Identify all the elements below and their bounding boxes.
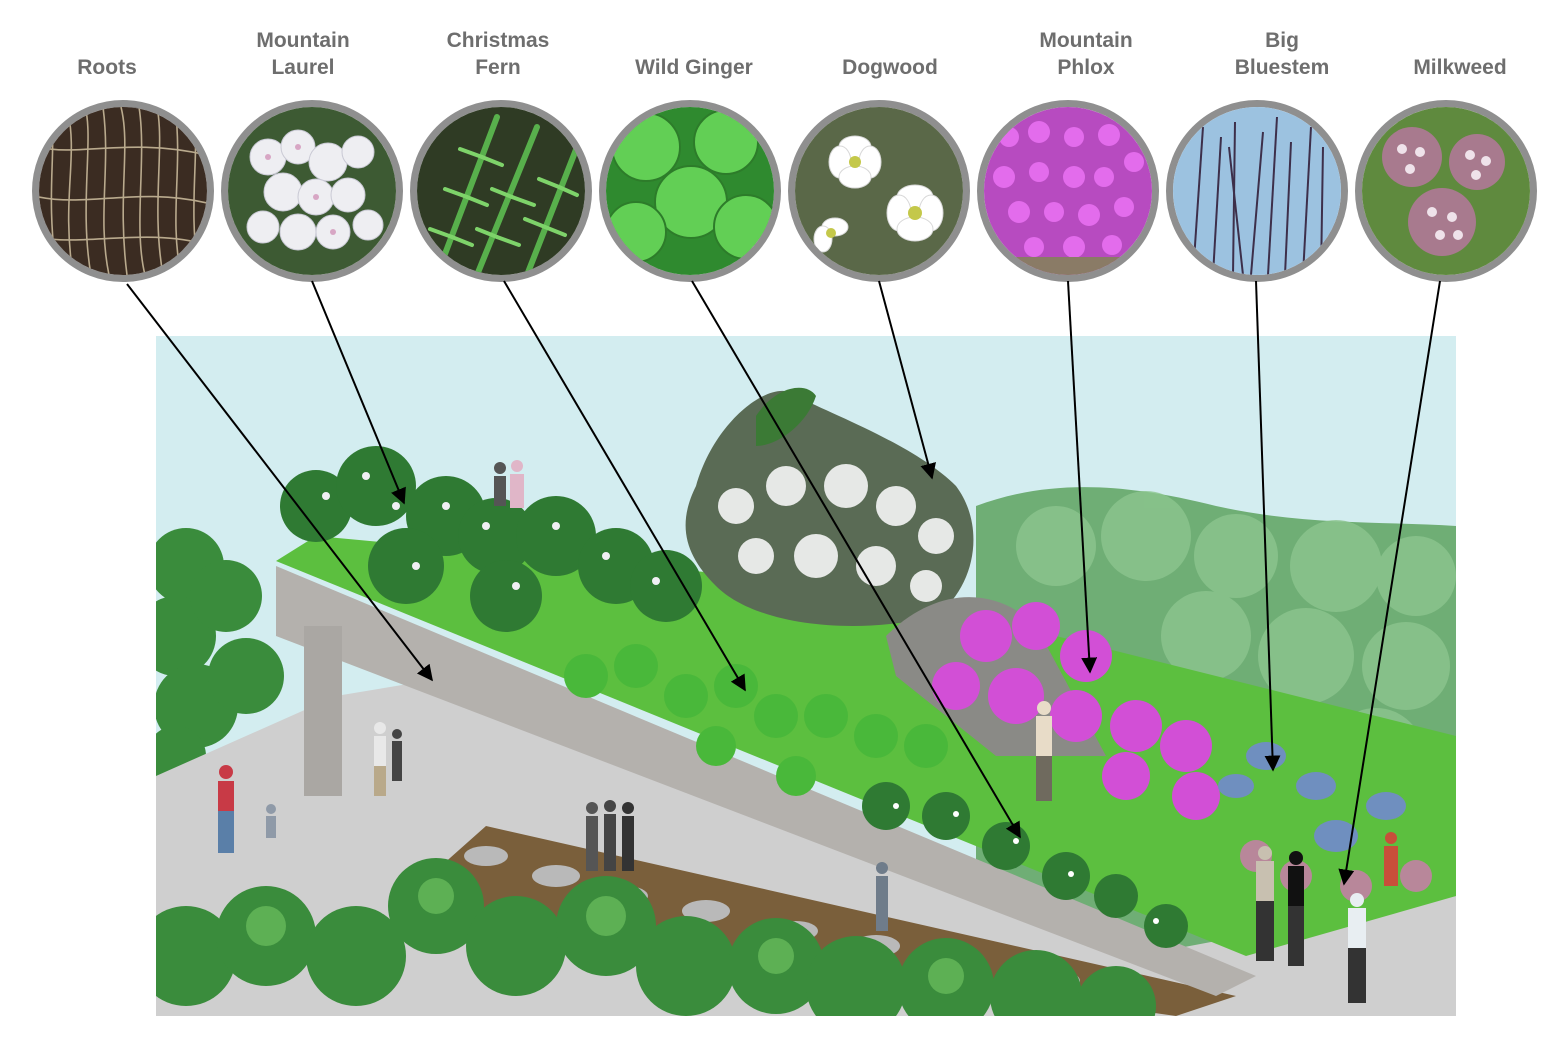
label-christmas-fern: Christmas Fern (446, 29, 550, 79)
label-big-bluestem: Big Bluestem (1234, 29, 1330, 79)
leader-christmas-fern (503, 280, 746, 692)
leader-milkweed (1338, 280, 1441, 886)
mountain-laurel-photo-icon (221, 100, 403, 282)
label-mountain-phlox: Mountain Phlox (1039, 29, 1133, 79)
roots-photo-icon (32, 100, 214, 282)
label-dogwood: Dogwood (842, 56, 938, 79)
big-bluestem-photo-icon (1166, 100, 1348, 282)
visitors (218, 460, 1398, 1003)
label-roots: Roots (77, 56, 137, 79)
leader-wild-ginger (691, 280, 1021, 839)
mountain-phlox-bed (932, 602, 1220, 820)
leader-roots (126, 283, 433, 682)
support-column (304, 626, 342, 796)
christmas-fern-photo-icon (410, 100, 592, 282)
leader-dogwood (878, 280, 936, 480)
big-bluestem-clumps (1218, 742, 1406, 852)
leader-mountain-laurel (311, 280, 406, 505)
green-roof-scene (156, 336, 1456, 1016)
wild-ginger-photo-icon (599, 100, 781, 282)
leader-mountain-phlox (1067, 280, 1098, 674)
label-milkweed: Milkweed (1413, 56, 1507, 79)
mountain-laurel-trees (280, 446, 702, 632)
leader-big-bluestem (1255, 280, 1281, 772)
label-mountain-laurel: Mountain Laurel (256, 29, 350, 79)
dogwood-tree (685, 387, 974, 626)
label-wild-ginger: Wild Ginger (635, 56, 753, 79)
wild-ginger-groundcover (862, 782, 1188, 948)
milkweed-photo-icon (1355, 100, 1537, 282)
christmas-fern-bed (564, 644, 948, 796)
dogwood-photo-icon (788, 100, 970, 282)
mountain-phlox-photo-icon (977, 100, 1159, 282)
concrete-slab (276, 566, 1256, 996)
